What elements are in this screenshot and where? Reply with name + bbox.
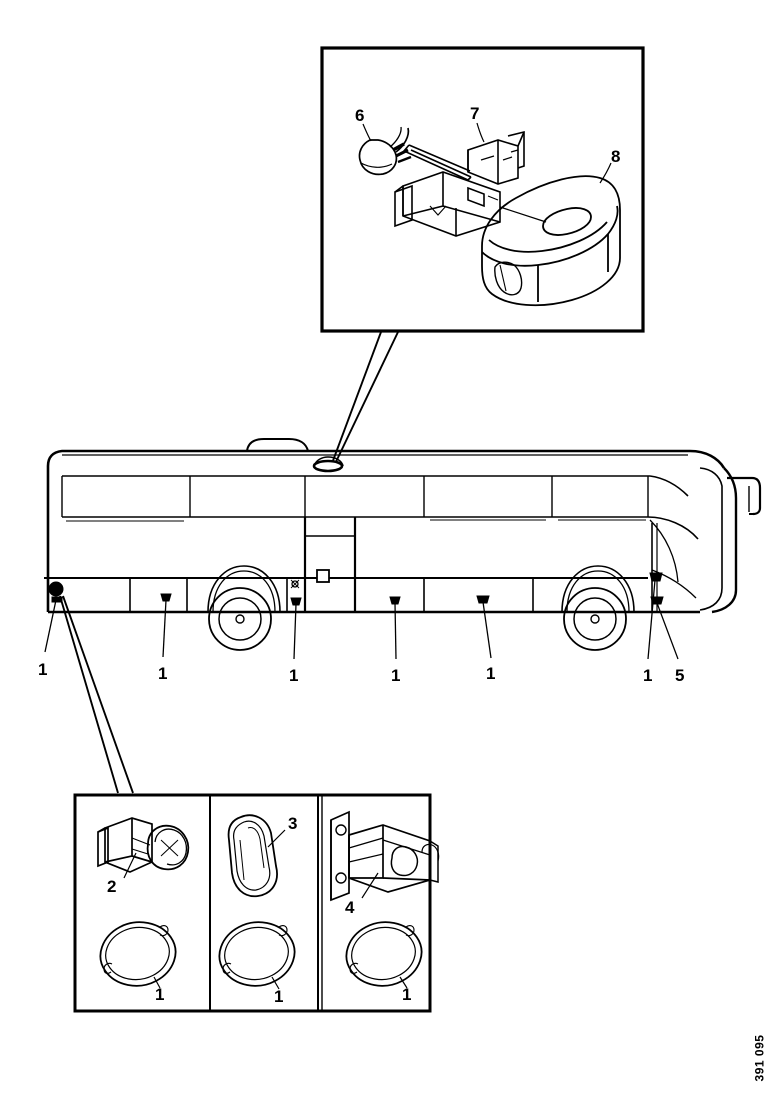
part-code-text: 391 095 <box>752 1034 767 1082</box>
part-4-mounting-bracket <box>330 810 440 902</box>
callout-label-8: 8 <box>611 147 621 166</box>
gasket-1-panel-3 <box>345 921 423 987</box>
leader-2 <box>123 852 137 879</box>
lamp-dome-cover-8 <box>481 175 621 307</box>
lamp-bracket-7 <box>467 130 525 185</box>
wheel-rear <box>561 565 635 651</box>
marker-lamp-front-corner <box>48 581 64 597</box>
leader-8 <box>599 162 612 184</box>
door-window-small <box>316 569 330 583</box>
bulb-holder-6 <box>358 126 412 176</box>
top-detail-leader-lines <box>330 331 399 467</box>
leader-gasket-panel-2 <box>271 976 280 990</box>
gasket-1-panel-1 <box>99 921 177 987</box>
callout-label-6: 6 <box>355 106 365 125</box>
marker-lamp-points <box>48 572 664 606</box>
panel-3-gasket-label-1: 1 <box>402 985 412 1004</box>
leader-7 <box>476 122 485 143</box>
leader-4 <box>361 872 379 899</box>
bottom-detail-box-frame <box>73 793 432 1013</box>
vehicle-callout-1e: 1 <box>486 664 496 683</box>
panel-3-part-label-4: 4 <box>345 898 355 917</box>
vehicle-callout-1c: 1 <box>289 666 299 685</box>
vehicle-callout-1a: 1 <box>38 660 48 679</box>
leader-bracket-to-dome <box>499 206 547 223</box>
panel-2-gasket-label-1: 1 <box>274 987 284 1006</box>
roof-marker-lamp <box>312 456 344 473</box>
panel-1-part-label-2: 2 <box>107 877 117 896</box>
bus-roof-line <box>46 449 726 469</box>
top-detail-box <box>320 46 645 467</box>
vehicle-callout-1d: 1 <box>391 666 401 685</box>
vehicle-callout-leaders <box>44 579 679 660</box>
bottom-detail-leaders <box>59 595 134 794</box>
vehicle-callout-1f: 1 <box>643 666 653 685</box>
vehicle-callout-1b: 1 <box>158 664 168 683</box>
part-code-stamp: 391 095 <box>748 1022 770 1094</box>
leader-3 <box>267 829 286 848</box>
bottom-detail-box <box>73 793 440 1013</box>
leader-6 <box>362 123 372 142</box>
gasket-1-panel-2 <box>218 921 296 987</box>
panel-1-gasket-label-1: 1 <box>155 985 165 1004</box>
vehicle-callout-5: 5 <box>675 666 685 685</box>
part-2-lamp-housing <box>97 817 190 873</box>
leader-gasket-panel-3 <box>399 976 408 989</box>
wheel-front <box>207 565 281 651</box>
part-3-oval-lens <box>227 814 278 898</box>
leader-gasket-panel-1 <box>153 976 161 989</box>
top-detail-box-frame <box>320 46 645 333</box>
bus-side-elevation <box>44 438 762 794</box>
lamp-connector-arm <box>402 144 472 181</box>
bus-front-nose <box>711 467 738 614</box>
mirror-arm <box>727 476 762 516</box>
door-side-lamp <box>290 579 300 589</box>
roof-vent <box>246 438 309 452</box>
callout-label-7: 7 <box>470 104 480 123</box>
panel-2-part-label-3: 3 <box>288 814 298 833</box>
